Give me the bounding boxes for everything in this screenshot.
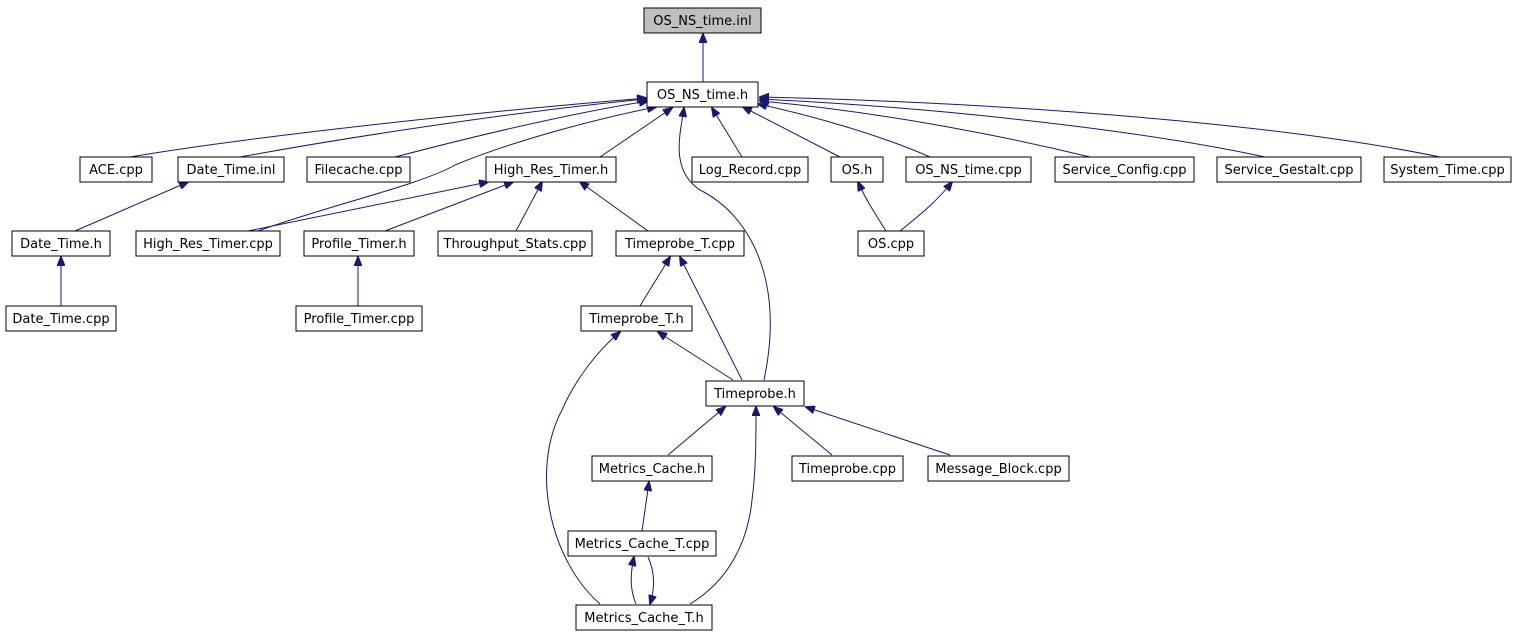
node-os-ns-time-inl[interactable]: OS_NS_time.inl <box>643 7 762 34</box>
edge-high-res-timer-h-to-os-ns-time-h <box>599 108 672 158</box>
node-metrics-cache-t-cpp[interactable]: Metrics_Cache_T.cpp <box>567 530 717 557</box>
edge-date-time-h-to-date-time-inl <box>74 182 188 232</box>
edge-message-block-cpp-to-timeprobe-h <box>806 407 951 456</box>
edge-os-ns-time-cpp-to-os-ns-time-h <box>758 104 931 158</box>
edge-metrics-cache-t-h-to-timeprobe-t-h <box>546 332 620 605</box>
node-profile-timer-cpp[interactable]: Profile_Timer.cpp <box>295 305 423 332</box>
edge-throughput-stats-cpp-to-high-res-timer-h <box>515 182 542 232</box>
node-label: Date_Time.h <box>20 237 102 252</box>
node-label: Service_Config.cpp <box>1062 163 1186 178</box>
node-ace-cpp[interactable]: ACE.cpp <box>79 156 153 183</box>
node-label: OS.cpp <box>868 237 914 252</box>
edge-filecache-cpp-to-os-ns-time-h <box>394 101 648 158</box>
node-label: Profile_Timer.cpp <box>304 312 415 327</box>
edges <box>61 34 1441 605</box>
node-label: Date_Time.cpp <box>12 312 109 327</box>
edge-timeprobe-cpp-to-timeprobe-h <box>774 407 833 456</box>
edge-metrics-cache-t-h-to-timeprobe-h <box>689 407 756 605</box>
node-os-ns-time-cpp[interactable]: OS_NS_time.cpp <box>905 156 1032 183</box>
node-high-res-timer-cpp[interactable]: High_Res_Timer.cpp <box>135 230 281 257</box>
node-date-time-inl[interactable]: Date_Time.inl <box>177 156 285 183</box>
node-label: OS_NS_time.cpp <box>915 163 1022 178</box>
node-timeprobe-t-h[interactable]: Timeprobe_T.h <box>580 305 693 332</box>
node-label: Timeprobe.h <box>713 387 796 402</box>
node-label: Timeprobe.cpp <box>798 462 896 477</box>
edge-service-gestalt-cpp-to-os-ns-time-h <box>760 99 1266 158</box>
node-system-time-cpp[interactable]: System_Time.cpp <box>1383 156 1512 183</box>
node-metrics-cache-t-h[interactable]: Metrics_Cache_T.h <box>575 604 713 631</box>
edge-metrics-cache-t-cpp-to-metrics-cache-h <box>641 482 649 532</box>
node-label: ACE.cpp <box>89 163 143 178</box>
edge-service-config-cpp-to-os-ns-time-h <box>760 101 1091 158</box>
node-timeprobe-h[interactable]: Timeprobe.h <box>705 380 805 407</box>
node-high-res-timer-h[interactable]: High_Res_Timer.h <box>485 156 617 183</box>
edge-os-h-to-os-ns-time-h <box>743 107 841 158</box>
node-label: OS_NS_time.inl <box>653 14 751 29</box>
edge-os-cpp-to-os-ns-time-cpp <box>899 182 952 232</box>
node-label: Throughput_Stats.cpp <box>443 237 587 252</box>
node-label: Metrics_Cache.h <box>599 462 706 477</box>
node-throughput-stats-cpp[interactable]: Throughput_Stats.cpp <box>437 230 593 257</box>
node-service-config-cpp[interactable]: Service_Config.cpp <box>1054 156 1195 183</box>
node-label: Profile_Timer.h <box>311 237 406 252</box>
node-label: High_Res_Timer.h <box>494 163 608 178</box>
node-label: Date_Time.inl <box>187 163 276 178</box>
edge-os-cpp-to-os-h <box>858 182 887 232</box>
node-os-ns-time-h[interactable]: OS_NS_time.h <box>646 81 759 108</box>
edge-high-res-timer-cpp-to-os-ns-time-h <box>257 107 656 232</box>
edge-timeprobe-h-to-timeprobe-t-cpp <box>680 257 743 381</box>
node-label: High_Res_Timer.cpp <box>143 237 273 252</box>
node-label: Log_Record.cpp <box>699 163 801 178</box>
edge-metrics-cache-t-h-to-metrics-cache-t-cpp <box>631 557 636 605</box>
node-label: System_Time.cpp <box>1390 163 1505 178</box>
node-os-cpp[interactable]: OS.cpp <box>857 230 925 257</box>
node-date-time-h[interactable]: Date_Time.h <box>11 230 111 257</box>
node-service-gestalt-cpp[interactable]: Service_Gestalt.cpp <box>1216 156 1362 183</box>
node-profile-timer-h[interactable]: Profile_Timer.h <box>303 230 415 257</box>
edge-high-res-timer-cpp-to-high-res-timer-h <box>247 182 488 232</box>
node-label: OS_NS_time.h <box>657 88 748 103</box>
edge-ace-cpp-to-os-ns-time-h <box>129 98 646 158</box>
node-metrics-cache-h[interactable]: Metrics_Cache.h <box>591 455 713 482</box>
edge-timeprobe-h-to-os-ns-time-h <box>679 108 771 381</box>
node-label: Metrics_Cache_T.h <box>584 611 703 626</box>
node-date-time-cpp[interactable]: Date_Time.cpp <box>5 305 117 332</box>
node-os-h[interactable]: OS.h <box>830 156 884 183</box>
edge-timeprobe-t-cpp-to-high-res-timer-h <box>580 182 649 232</box>
edge-profile-timer-h-to-high-res-timer-h <box>384 182 513 232</box>
edge-system-time-cpp-to-os-ns-time-h <box>760 97 1441 158</box>
node-message-block-cpp[interactable]: Message_Block.cpp <box>927 455 1070 482</box>
edge-metrics-cache-t-cpp-to-metrics-cache-t-h <box>647 556 654 604</box>
node-label: Service_Gestalt.cpp <box>1225 163 1354 178</box>
node-label: OS.h <box>842 163 873 178</box>
node-timeprobe-cpp[interactable]: Timeprobe.cpp <box>791 455 904 482</box>
nodes: OS_NS_time.inl OS_NS_time.h ACE.cpp Date… <box>5 7 1512 631</box>
node-timeprobe-t-cpp[interactable]: Timeprobe_T.cpp <box>615 230 745 257</box>
node-log-record-cpp[interactable]: Log_Record.cpp <box>691 156 809 183</box>
edge-metrics-cache-h-to-timeprobe-h <box>667 407 725 456</box>
node-label: Message_Block.cpp <box>935 462 1061 477</box>
edge-timeprobe-h-to-timeprobe-t-h <box>658 332 734 381</box>
node-filecache-cpp[interactable]: Filecache.cpp <box>306 156 411 183</box>
edge-date-time-inl-to-os-ns-time-h <box>239 99 646 158</box>
edge-timeprobe-t-h-to-timeprobe-t-cpp <box>639 257 670 307</box>
edge-log-record-cpp-to-os-ns-time-h <box>712 108 743 158</box>
node-label: Metrics_Cache_T.cpp <box>575 537 710 552</box>
node-label: Timeprobe_T.h <box>588 312 684 327</box>
node-label: Filecache.cpp <box>314 163 402 178</box>
node-label: Timeprobe_T.cpp <box>624 237 735 252</box>
